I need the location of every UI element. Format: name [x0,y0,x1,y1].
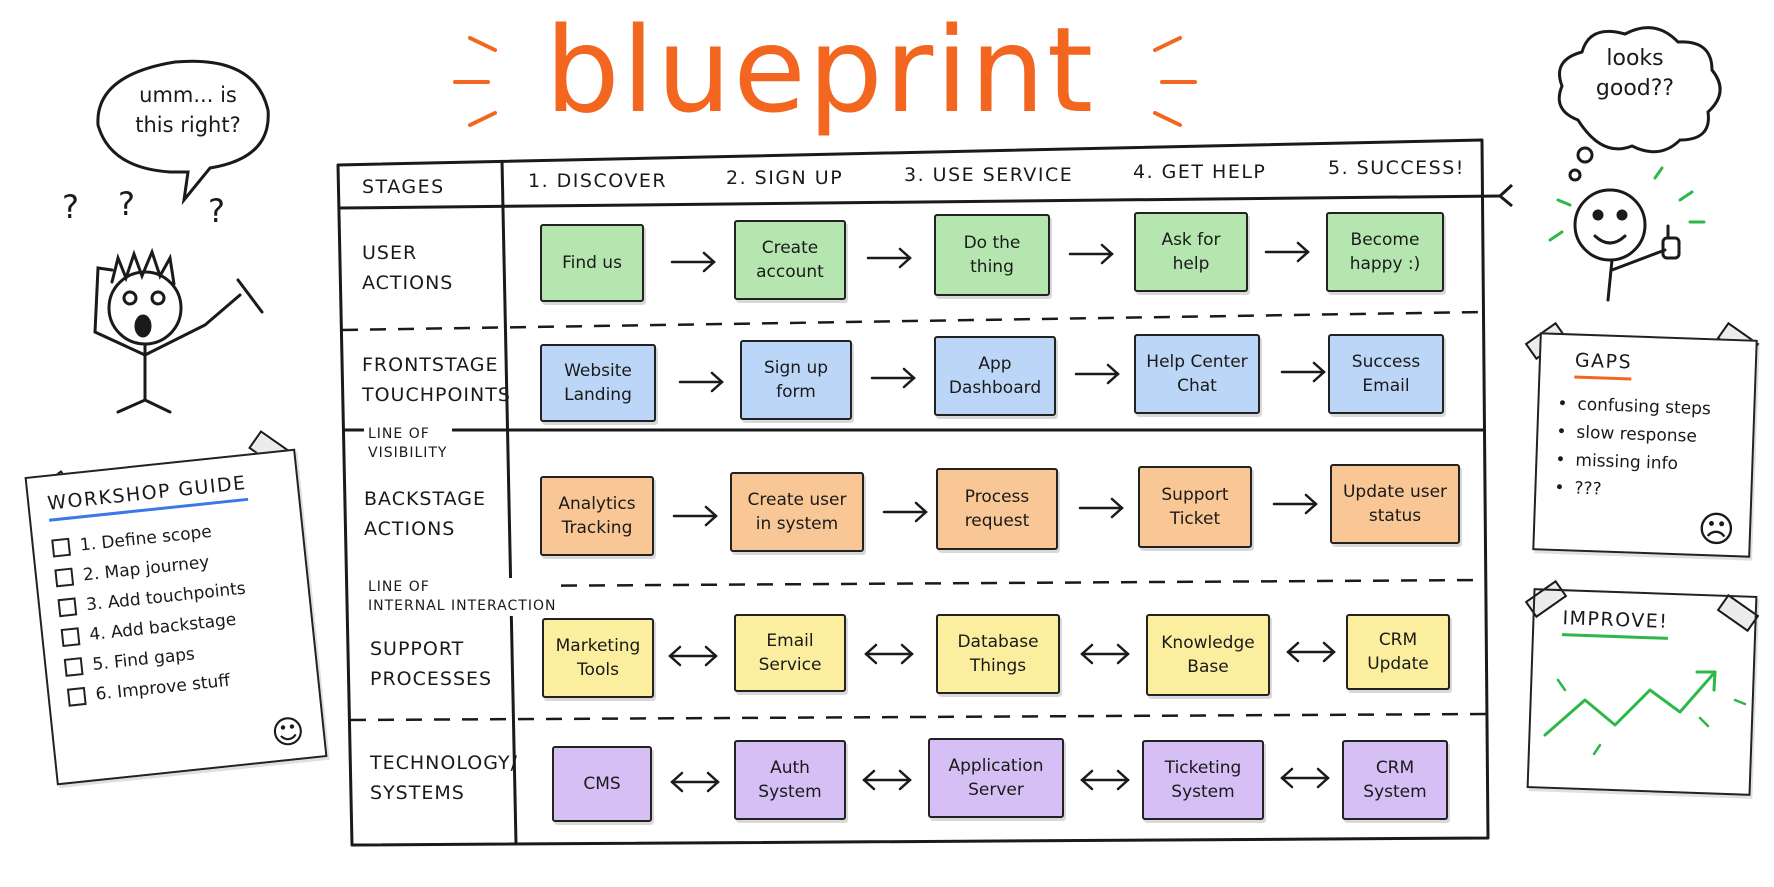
stage-header: 3. USE SERVICE [904,164,1074,186]
improve-sparkles [1556,678,1747,756]
happy-person-illustration [1573,188,1681,302]
checkbox[interactable] [54,567,75,588]
improve-trend-line [1543,670,1717,737]
stage-header: 4. GET HELP [1133,161,1267,183]
double-arrow [1080,769,1130,791]
gap-item: •??? [1554,477,1602,500]
sticky-note-support: Database Things [936,614,1060,694]
stage-header: 2. SIGN UP [726,167,844,189]
double-arrow [1080,643,1130,665]
sticky-note-technology: Application Server [928,738,1064,818]
sticky-note-support: Marketing Tools [542,618,654,698]
question-mark: ? [118,185,135,223]
sticky-note-technology: Ticketing System [1142,740,1264,820]
right-arrow [670,251,716,273]
sticky-note-backstage: Process request [936,468,1058,550]
sticky-note-frontstage: Sign up form [740,340,852,420]
double-arrow [1286,641,1336,663]
workshop-guide-title: WORKSHOP GUIDE [46,471,249,522]
right-arrow [866,247,912,269]
question-mark: ? [62,188,79,226]
double-arrow [1280,767,1330,789]
sticky-note-user-action: Find us [540,224,644,302]
right-arrow [672,505,718,527]
sticky-note-frontstage: Help Center Chat [1134,334,1260,414]
right-arrow [678,371,724,393]
right-arrow [882,501,928,523]
row-label-technology: TECHNOLOGY/ SYSTEMS [370,752,518,804]
right-arrow [1078,497,1124,519]
row-label-user-actions: USER ACTIONS [362,242,454,294]
title-accent-strokes [453,36,1197,127]
thought-bubble-text: looks good?? [1595,46,1675,101]
double-arrow [668,645,718,667]
thought-cloud [1557,26,1722,182]
speech-bubble-text: umm... is this right? [135,83,241,137]
sticky-note-backstage: Support Ticket [1138,466,1252,548]
right-arrow [870,367,916,389]
checkbox[interactable] [51,537,72,558]
dashed-dividers [341,310,1487,722]
right-arrow [1280,361,1326,383]
double-arrow [670,771,720,793]
speech-bubble [96,59,270,206]
improve-title: IMPROVE! [1561,607,1669,640]
workshop-guide-card: WORKSHOP GUIDE 1. Define scope 2. Map jo… [24,448,328,786]
table-frame [336,138,1514,847]
flow-arrows [670,241,1326,527]
sticky-note-user-action: Become happy :) [1326,212,1444,292]
gaps-title: GAPS [1574,349,1633,381]
sticky-note-technology: CRM System [1342,740,1448,820]
line-of-visibility-label: LINE OF VISIBILITY [364,425,452,463]
workshop-guide-list: 1. Define scope 2. Map journey 3. Add to… [51,509,301,712]
smiley-face-icon: ☺ [269,711,307,753]
stages-header-label: STAGES [362,176,445,198]
checkbox[interactable] [60,627,81,648]
sticky-note-backstage: Update user status [1330,464,1460,544]
sticky-note-support: CRM Update [1346,614,1450,690]
sticky-note-support: Knowledge Base [1146,614,1270,696]
sticky-note-support: Email Service [734,614,846,692]
checkbox[interactable] [66,686,87,707]
sticky-note-technology: CMS [552,746,652,822]
improve-card: IMPROVE! [1526,588,1758,796]
row-label-frontstage: FRONTSTAGE TOUCHPOINTS [362,354,511,406]
stage-header: 1. DISCOVER [528,170,668,192]
sticky-note-frontstage: Success Email [1328,334,1444,414]
question-mark: ? [208,192,225,230]
sad-face-icon: ☹ [1696,508,1736,552]
right-arrow [1068,243,1114,265]
right-arrow [1264,241,1310,263]
sticky-note-technology: Auth System [734,740,846,820]
gaps-card: GAPS •confusing steps •slow response •mi… [1532,332,1758,558]
sticky-note-frontstage: App Dashboard [934,336,1056,416]
sticky-note-backstage: Analytics Tracking [540,476,654,556]
sticky-note-frontstage: Website Landing [540,344,656,422]
right-arrow [1272,493,1318,515]
checkbox[interactable] [63,657,84,677]
right-arrow [1074,363,1120,385]
sticky-note-user-action: Create account [734,220,846,300]
checkbox[interactable] [57,597,78,618]
sparkle-strokes [1548,166,1706,242]
row-label-backstage: BACKSTAGE ACTIONS [364,488,487,540]
double-arrow [864,643,914,665]
page-title: blueprint [544,1,1096,139]
link-arrows [668,641,1336,793]
stage-header: 5. SUCCESS! [1328,157,1465,179]
sticky-note-user-action: Do the thing [934,214,1050,296]
sticky-note-backstage: Create user in system [730,472,864,552]
row-label-support: SUPPORT PROCESSES [370,638,493,690]
sticky-note-user-action: Ask for help [1134,212,1248,292]
confused-person-illustration [93,247,264,414]
gaps-list: •confusing steps •slow response •missing… [1554,390,1736,508]
double-arrow [862,769,912,791]
line-of-internal-interaction-label: LINE OF INTERNAL INTERACTION [364,578,561,616]
